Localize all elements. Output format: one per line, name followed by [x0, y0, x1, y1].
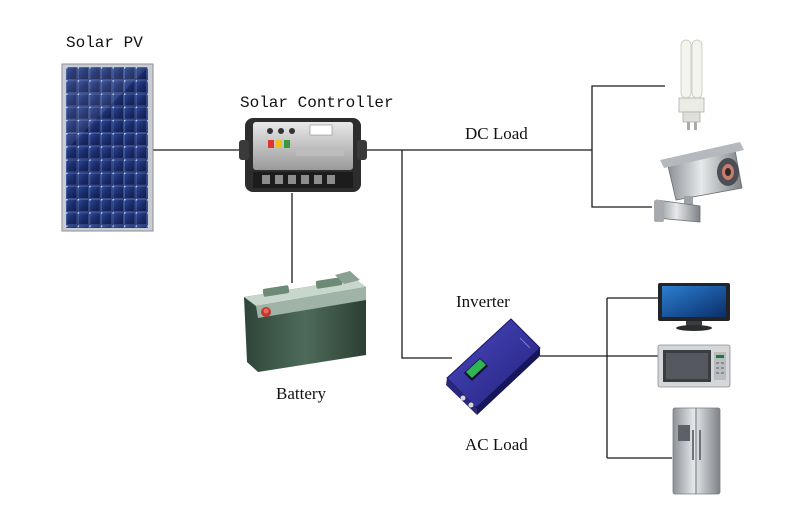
- label-ac-load: AC Load: [465, 435, 528, 454]
- cfl-lamp-icon: [678, 39, 705, 130]
- solar-panel-icon: [61, 63, 154, 232]
- label-dc-load: DC Load: [465, 124, 528, 143]
- security-camera-icon: [654, 142, 744, 223]
- charge-controller-icon: [239, 118, 367, 192]
- label-solar-controller: Solar Controller: [240, 94, 394, 112]
- refrigerator-icon: [672, 407, 721, 495]
- tv-icon: [658, 283, 730, 331]
- wire-controller-inverter: [401, 150, 452, 359]
- battery-icon: [244, 271, 366, 372]
- label-solar-pv: Solar PV: [66, 34, 143, 52]
- wiring: [152, 85, 672, 459]
- label-battery: Battery: [276, 384, 327, 403]
- wire-dc-lamp: [591, 85, 665, 150]
- inverter-icon: [446, 318, 541, 415]
- wire-dc-camera: [591, 150, 652, 208]
- microwave-icon: [657, 344, 731, 388]
- label-inverter: Inverter: [456, 292, 510, 311]
